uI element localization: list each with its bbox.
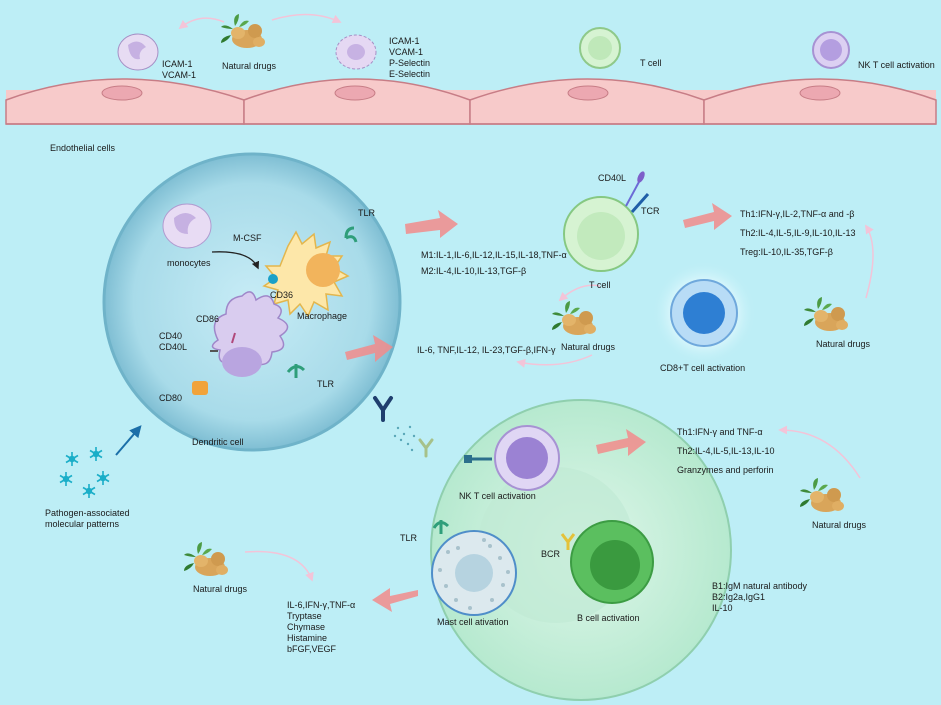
nkt-cell [464,425,560,491]
dendritic-cell [192,291,306,395]
monocytes-label: monocytes [167,258,211,268]
selectins-label: ICAM-1 VCAM-1 P-Selectin E-Selectin [389,36,431,79]
tlr-macrophage-label: TLR [358,208,376,218]
natural-drugs-tcell-label: Natural drugs [816,339,871,349]
mast-cell [431,520,517,616]
tcr-label: TCR [641,206,660,216]
cd80-label: CD80 [159,393,183,403]
natural-drugs-top-icon [221,14,265,48]
nkt-th2-label: Th2:IL-4,IL-5,IL-13,IL-10 [677,446,775,456]
macrophage [262,226,358,318]
natural-drugs-tcell-icon [804,297,848,331]
natural-drugs-mid-label: Natural drugs [561,342,616,352]
output-arrows [345,203,732,612]
m1-label: M1:IL-1,IL-6,IL-12,IL-15,IL-18,TNF-α [421,250,567,260]
drug-arrow-to-dc [516,354,593,368]
natural-drugs-mid-icon [552,301,596,335]
nkt-th1-label: Th1:IFN-γ and TNF-α [677,427,763,437]
endothelial-label: Endothelial cells [50,143,116,153]
mast-label: Mast cell ativation [437,617,509,627]
dc-cytokines-label: IL-6, TNF,IL-12, IL-23,TGF-β,IFN-γ [417,345,556,355]
cd40-label: CD40 CD40L [159,331,188,352]
treg-label: Treg:IL-10,IL-35,TGF-β [740,247,833,257]
adhering-leukocyte [335,34,377,70]
macrophage-label: Macrophage [297,311,348,321]
natural-drugs-top-label: Natural drugs [222,61,277,71]
dendritic-label: Dendritic cell [192,437,244,447]
cd86-label: CD86 [196,314,220,324]
monocyte [162,203,212,249]
cd36-label: CD36 [270,290,294,300]
pamps [59,446,110,499]
m2-label: M2:IL-4,IL-10,IL-13,TGF-β [421,266,527,276]
monocyte-rolling [117,33,159,71]
drug-arrow-to-mast [244,550,314,582]
pamps-label: Pathogen-associated molecular patterns [45,508,130,529]
th1-label: Th1:IFN-γ,IL-2,TNF-α and -β [740,209,855,219]
t-cell [563,171,650,272]
tlr-mast-label: TLR [400,533,418,543]
icam-vcam-label: ICAM-1 VCAM-1 [162,59,197,80]
t-cell-label: T cell [589,280,611,290]
top-t-cell-label: T cell [640,58,662,68]
cd8-t-cell [652,261,756,365]
endothelium [5,78,937,125]
top-nkt-label: NK T cell activation [858,60,935,70]
th2-label: Th2:IL-4,IL-5,IL-9,IL-10,IL-13 [740,228,856,238]
natural-drugs-mast-label: Natural drugs [193,584,248,594]
drug-arrow-top-right [271,13,342,24]
b-cell-outputs-label: B1:IgM natural antibody B2:Ig2a,IgG1 IL-… [712,581,808,613]
natural-drugs-nkt-label: Natural drugs [812,520,867,530]
mcsf-label: M-CSF [233,233,262,243]
natural-drugs-nkt-icon [800,478,844,512]
antibodies [373,396,434,458]
pamp-arrow [115,425,142,456]
tlr-dc-label: TLR [317,379,335,389]
b-cell [560,520,654,604]
mcsf-arrow [211,251,260,270]
nkt-label: NK T cell activation [459,491,536,501]
granzymes-label: Granzymes and perforin [677,465,774,475]
mast-outputs-label: IL-6,IFN-γ,TNF-α Tryptase Chymase Histam… [287,600,356,654]
cd40l-label: CD40L [598,173,627,183]
drug-arrow-to-th [865,224,874,299]
top-nkt-cell [812,31,850,69]
top-t-cell [579,27,621,69]
drug-arrow-to-m [558,284,601,302]
cd8-label: CD8+T cell activation [660,363,746,373]
drug-arrow-to-nkt [778,425,861,479]
drug-arrow-top-left [178,17,225,30]
b-cell-label: B cell activation [577,613,640,623]
bcr-label: BCR [541,549,561,559]
natural-drugs-mast-icon [184,542,228,576]
